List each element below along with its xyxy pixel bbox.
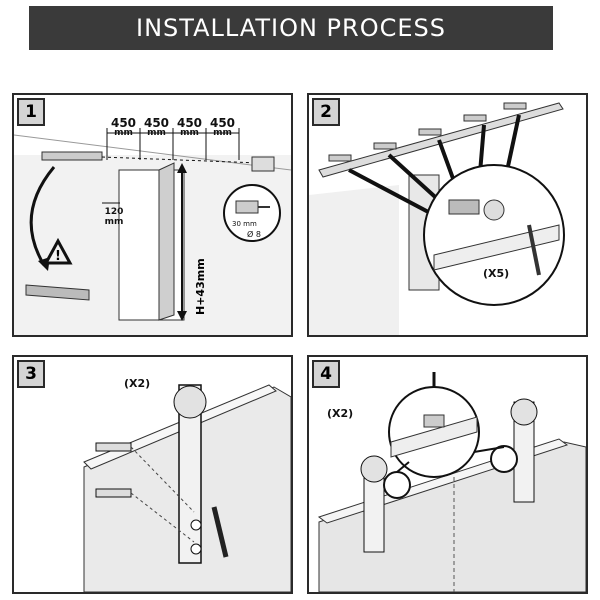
step-number: 4 [312,360,340,388]
rail-icon [41,151,103,161]
svg-text:!: ! [55,249,61,264]
wall-measurement-illustration: ! [14,128,291,335]
hanger-attachment-illustration [83,384,291,592]
wrench-icon [211,506,229,558]
drill-icon [251,156,275,172]
multiplier-label: (X2) [327,407,354,420]
hanger-bracket-icon [178,384,202,564]
wrench-icon [527,224,541,276]
multiplier-label: (X2) [124,377,151,390]
step-number: 2 [312,98,340,126]
height-label: H+43mm [194,258,207,315]
drill-depth-label: 30 mm [232,220,257,228]
bolt-icon [95,442,132,452]
bolt-icon [95,488,132,498]
warning-icon [43,237,73,265]
rail-mounting-illustration [309,102,565,335]
page-title: INSTALLATION PROCESS [29,6,553,50]
step-3-panel: 3 (X2) [12,355,293,594]
drill-diameter-label: Ø 8 [247,230,261,239]
step-4-panel: 4 (X2) [307,355,588,594]
step-2-panel: 2 (X5) [307,93,588,337]
stopper-installation-illustration [317,372,586,592]
multiplier-label: (X5) [483,267,510,280]
step-number: 1 [17,98,45,126]
step-number: 3 [17,360,45,388]
